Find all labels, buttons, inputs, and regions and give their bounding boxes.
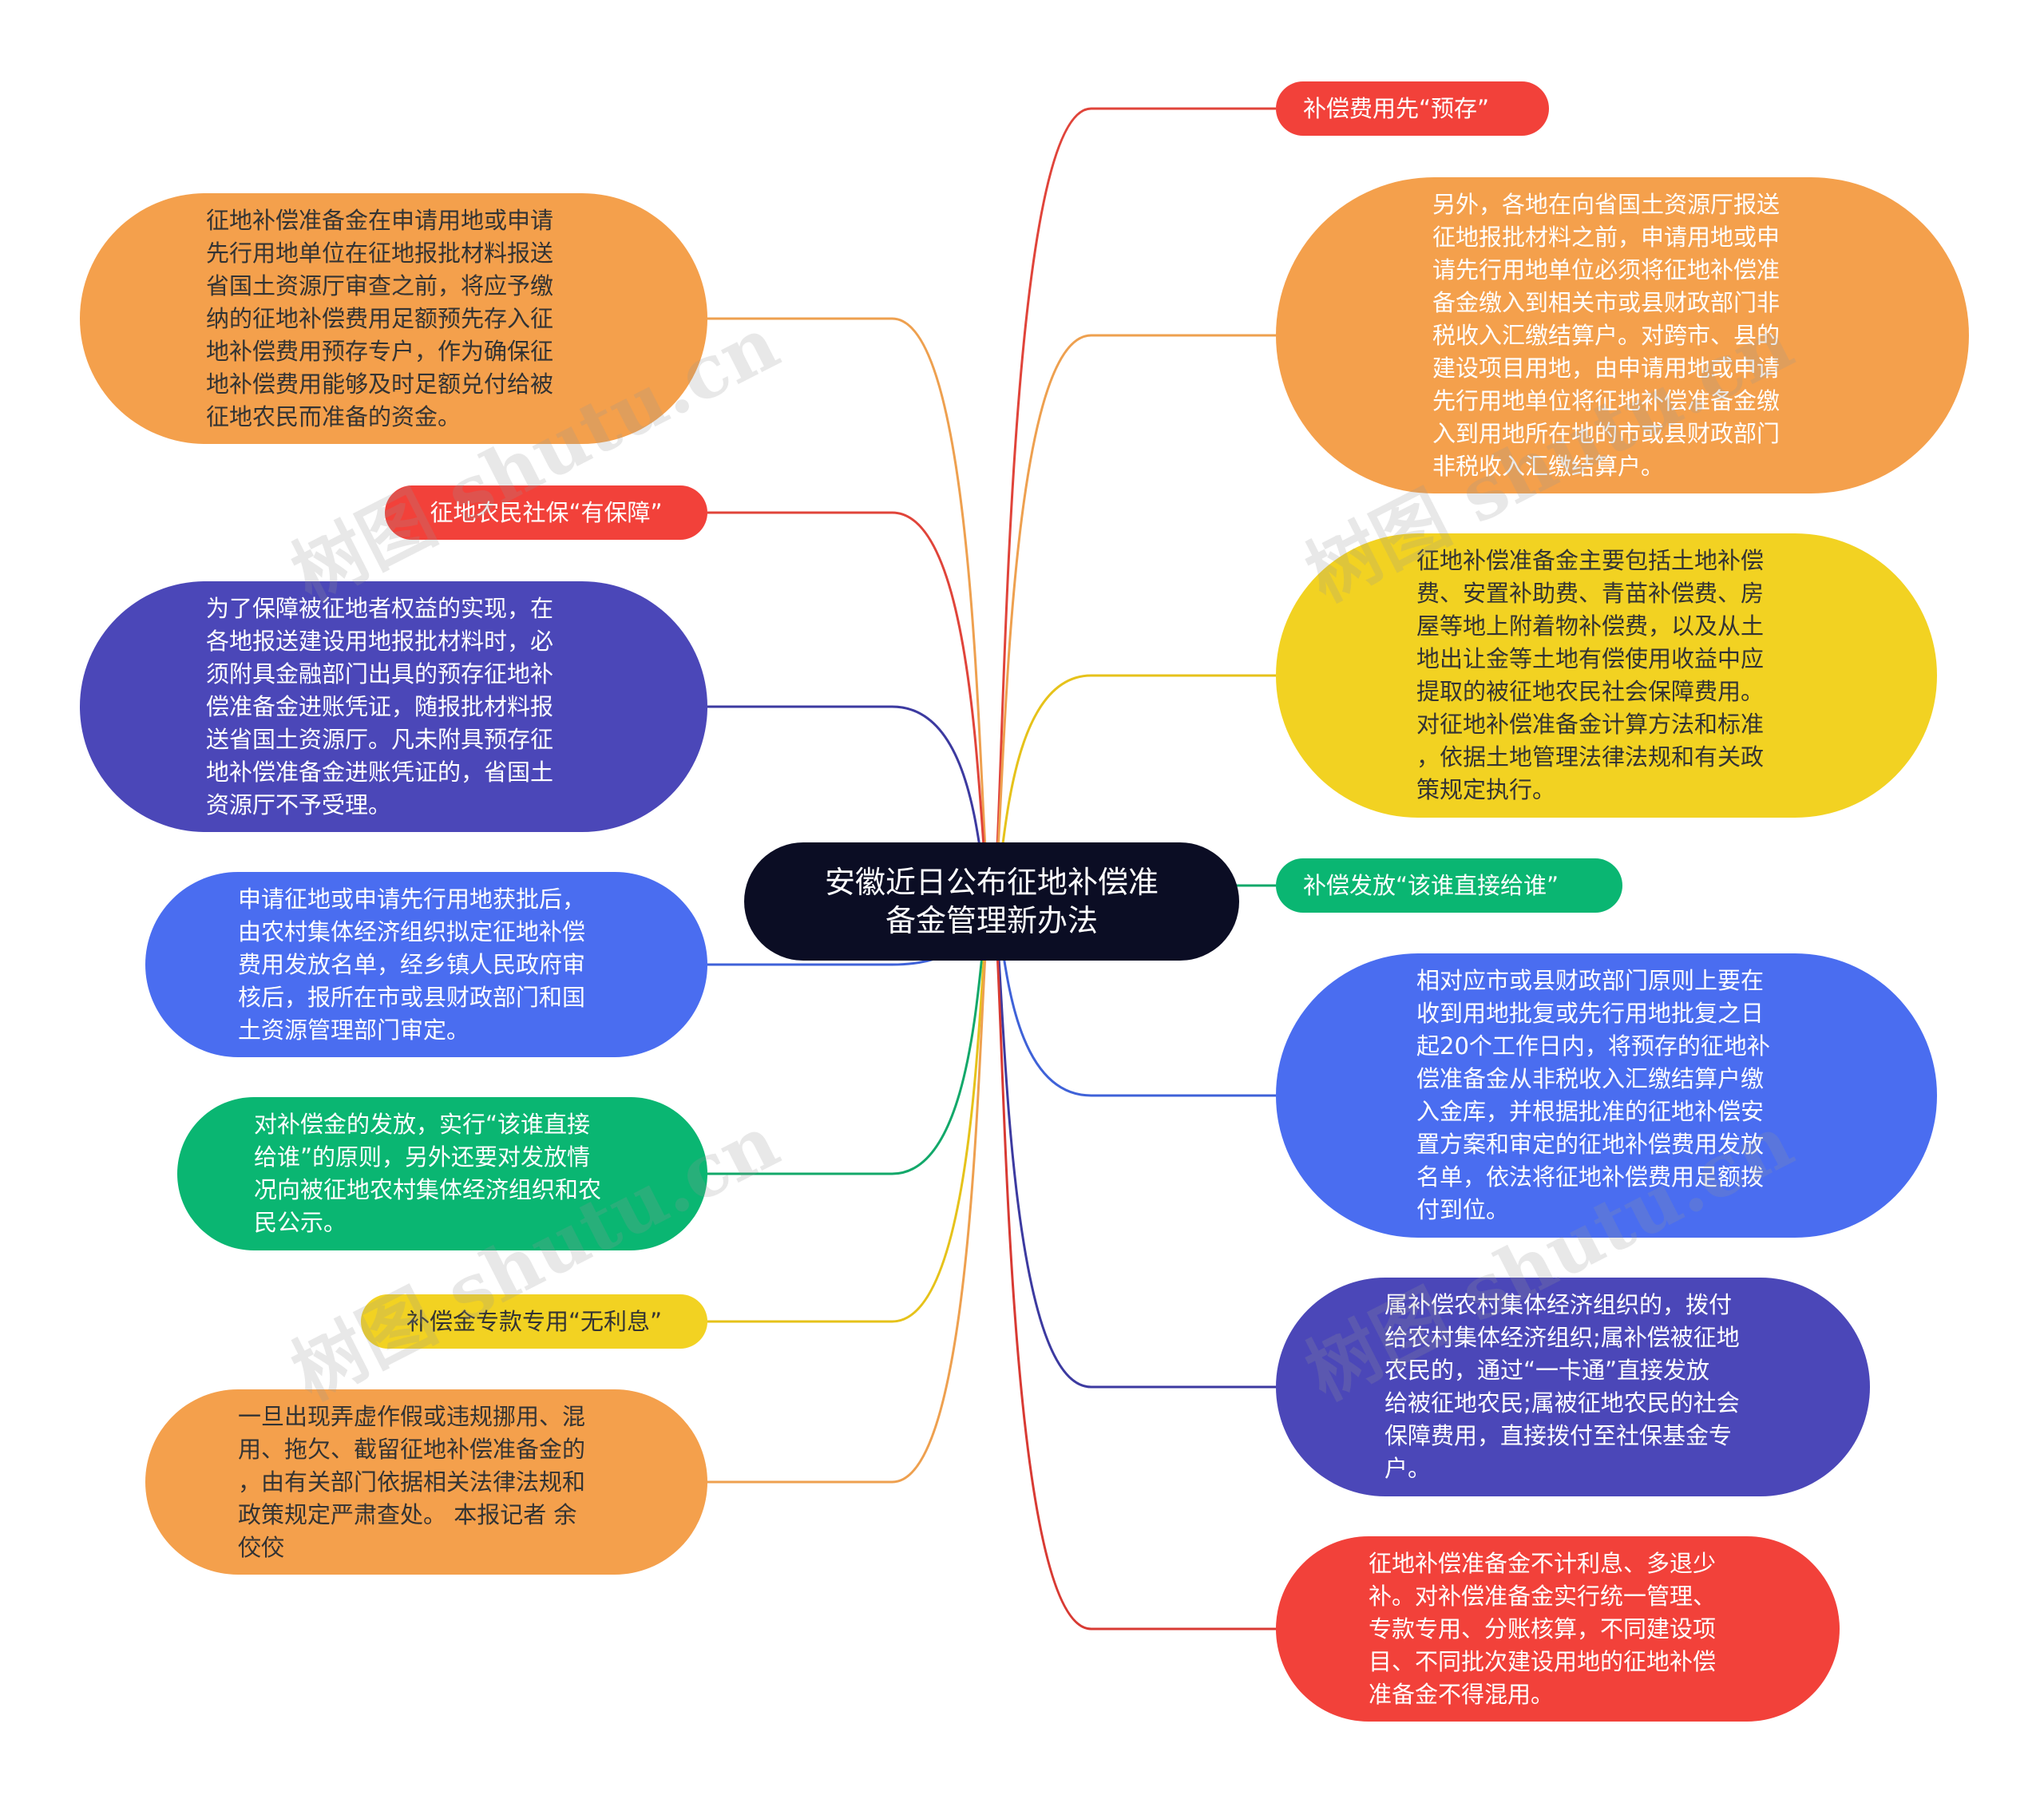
detail-penalties[interactable]: 一旦出现弄虚作假或违规挪用、混 用、拖欠、截留征地补偿准备金的 ，由有关部门依据… <box>145 1389 707 1575</box>
detail-text: 征地补偿准备金主要包括土地补偿 费、安置补助费、青苗补偿费、房 屋等地上附着物补… <box>1416 547 1765 803</box>
branch-label: 补偿费用先“预存” <box>1303 94 1490 122</box>
branch-label: 补偿发放“该谁直接给谁” <box>1303 871 1559 899</box>
detail-reserve-definition[interactable]: 征地补偿准备金在申请用地或申请 先行用地单位在征地报批材料报送 省国土资源厅审查… <box>80 193 707 444</box>
connector-right-r2 <box>990 334 1276 903</box>
detail-reserve-contents[interactable]: 征地补偿准备金主要包括土地补偿 费、安置补助费、青苗补偿费、房 屋等地上附着物补… <box>1276 533 1937 818</box>
connector-left-l1 <box>707 317 993 903</box>
connector-left-l7 <box>707 900 993 1484</box>
detail-text: 为了保障被征地者权益的实现，在 各地报送建设用地报批材料时，必 须附具金融部门出… <box>206 594 554 818</box>
detail-text: 一旦出现弄虚作假或违规挪用、混 用、拖欠、截留征地补偿准备金的 ，由有关部门依据… <box>238 1402 586 1561</box>
branch-social-security[interactable]: 征地农民社保“有保障” <box>385 485 707 540</box>
branch-label: 补偿金专款专用“无利息” <box>406 1307 663 1335</box>
detail-deposit-voucher[interactable]: 为了保障被征地者权益的实现，在 各地报送建设用地报批材料时，必 须附具金融部门出… <box>80 581 707 832</box>
detail-direct-payment-principle[interactable]: 对补偿金的发放，实行“该谁直接 给谁”的原则，另外还要对发放情 况向被征地农村集… <box>177 1097 707 1250</box>
branch-prepay-compensation[interactable]: 补偿费用先“预存” <box>1276 81 1549 136</box>
central-topic[interactable]: 安徽近日公布征地补偿准 备金管理新办法 <box>744 842 1239 961</box>
detail-payment-recipients[interactable]: 属补偿农村集体经济组织的，拨付 给农村集体经济组织;属补偿被征地 农民的，通过“… <box>1276 1278 1870 1496</box>
central-topic-label: 安徽近日公布征地补偿准 备金管理新办法 <box>824 865 1159 938</box>
detail-treasury-transfer[interactable]: 相对应市或县财政部门原则上要在 收到用地批复或先行用地批复之日 起20个工作日内… <box>1276 953 1937 1238</box>
detail-text: 申请征地或申请先行用地获批后， 由农村集体经济组织拟定征地补偿 费用发放名单，经… <box>238 885 586 1044</box>
detail-text: 相对应市或县财政部门原则上要在 收到用地批复或先行用地批复之日 起20个工作日内… <box>1416 967 1770 1223</box>
detail-text: 对补偿金的发放，实行“该谁直接 给谁”的原则，另外还要对发放情 况向被征地农村集… <box>254 1111 602 1236</box>
connector-right-r1 <box>990 107 1276 903</box>
branch-direct-payment[interactable]: 补偿发放“该谁直接给谁” <box>1276 858 1622 913</box>
detail-deposit-procedure[interactable]: 另外，各地在向省国土资源厅报送 征地报批材料之前，申请用地或申 请先行用地单位必… <box>1276 177 1969 493</box>
branch-label: 征地农民社保“有保障” <box>430 498 663 526</box>
connector-right-r7 <box>990 900 1276 1631</box>
connector-right-r6 <box>990 900 1276 1389</box>
detail-text: 征地补偿准备金不计利息、多退少 补。对补偿准备金实行统一管理、 专款专用、分账核… <box>1369 1549 1717 1708</box>
detail-no-interest-rule[interactable]: 征地补偿准备金不计利息、多退少 补。对补偿准备金实行统一管理、 专款专用、分账核… <box>1276 1536 1840 1722</box>
detail-text: 另外，各地在向省国土资源厅报送 征地报批材料之前，申请用地或申 请先行用地单位必… <box>1432 190 1781 480</box>
detail-text: 征地补偿准备金在申请用地或申请 先行用地单位在征地报批材料报送 省国土资源厅审查… <box>206 206 554 430</box>
branch-earmarked-no-interest[interactable]: 补偿金专款专用“无利息” <box>361 1294 707 1349</box>
detail-text: 属补偿农村集体经济组织的，拨付 给农村集体经济组织;属补偿被征地 农民的，通过“… <box>1384 1291 1740 1482</box>
detail-payment-list[interactable]: 申请征地或申请先行用地获批后， 由农村集体经济组织拟定征地补偿 费用发放名单，经… <box>145 872 707 1057</box>
